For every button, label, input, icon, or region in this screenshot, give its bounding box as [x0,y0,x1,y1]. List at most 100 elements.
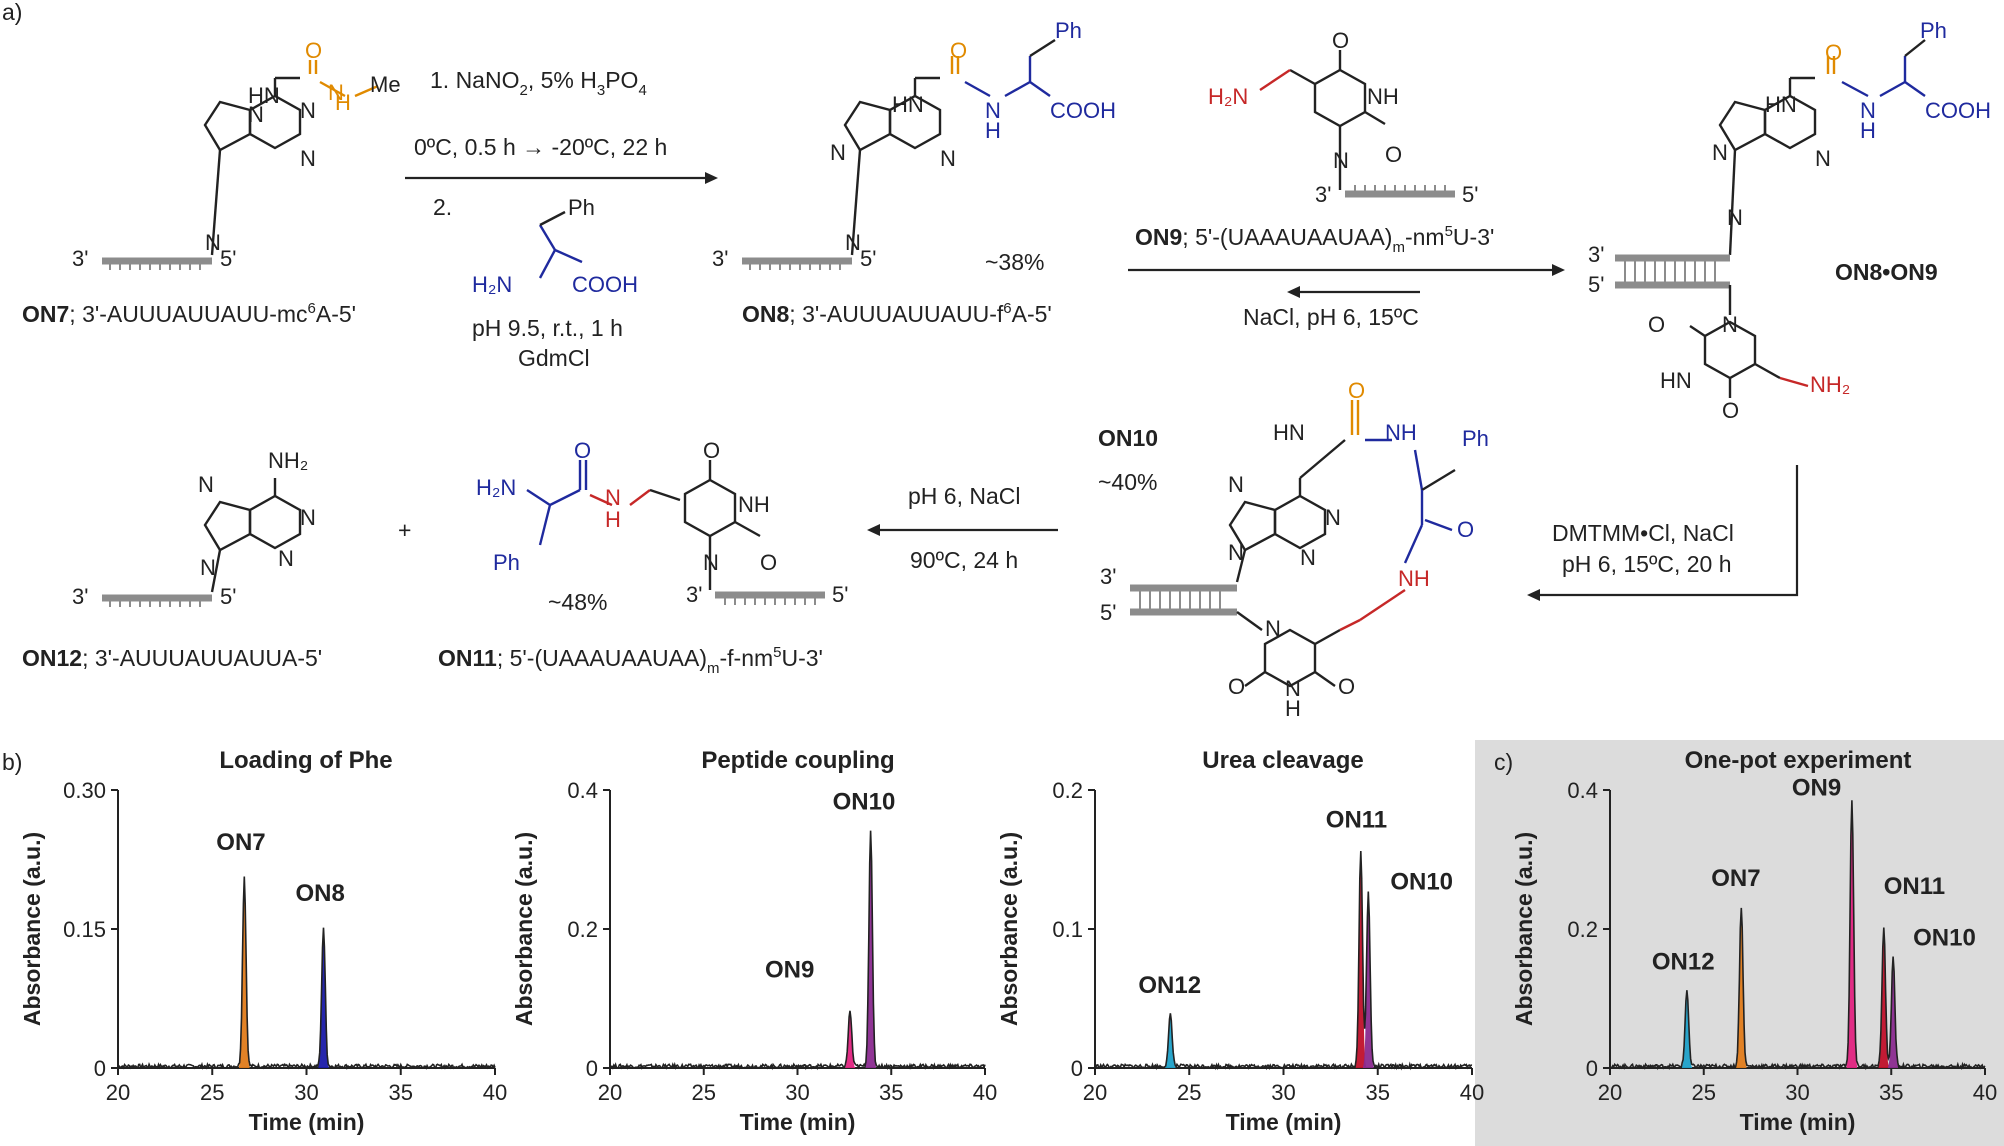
chart-title: Loading of Phe [219,747,392,774]
y-axis-label: Absorbance (a.u.) [1511,832,1537,1026]
strand-5prime: 5' [1588,272,1604,297]
panel-label-b: b) [2,749,22,775]
peak-label-on8: ON8 [295,880,344,907]
peak-label-on10: ON10 [1913,924,1976,951]
on8-sequence-label: ON8; 3'-AUUUAUUAUU-f6A-5' [742,300,1052,327]
strand-5prime: 5' [1100,600,1116,625]
y-tick-label: 0 [1586,1056,1598,1081]
peak-label-on12: ON12 [1652,949,1715,976]
atom-n: N [1300,545,1316,570]
on9-structure: O NH O N H₂N 3' 5' [1208,28,1478,207]
y-tick-label: 0.4 [567,778,598,803]
on7-sequence-label: ON7; 3'-AUUUAUUAUU-mc6A-5' [22,300,356,327]
atom-n: N [300,505,316,530]
x-tick-label: 35 [1879,1080,1903,1105]
atom-n: N [1727,205,1743,230]
x-tick-label: 40 [1460,1080,1484,1105]
x-tick-label: 40 [973,1080,997,1105]
on11-structure: H₂N O N H Ph O NH O N 3' 5' [476,438,848,607]
atom-cooh: COOH [1050,98,1116,123]
peak-label-on7: ON7 [216,829,265,856]
strand-5prime: 5' [1462,182,1478,207]
strand-3prime: 3' [72,246,88,271]
strand-5prime: 5' [832,582,848,607]
y-tick-label: 0 [586,1056,598,1081]
atom-ph: Ph [1920,18,1947,43]
y-tick-label: 0.2 [1567,917,1598,942]
on8-on9-label: ON8•ON9 [1835,259,1938,285]
y-tick-label: 0 [1071,1056,1083,1081]
atom-n: N [1265,616,1281,641]
atom-hn: HN [892,92,924,117]
atom-o: O [760,550,777,575]
atom-n: N [830,140,846,165]
x-axis-label: Time (min) [1226,1109,1342,1135]
y-tick-label: 0 [94,1056,106,1081]
chromatogram-trace [1094,850,1473,1071]
atom-h2n: H₂N [476,475,516,500]
x-tick-label: 20 [1083,1080,1107,1105]
atom-ph: Ph [493,550,520,575]
atom-nh: NH [1398,566,1430,591]
atom-hn: HN [1765,92,1797,117]
atom-me: Me [370,72,401,97]
atom-n: N [845,230,861,255]
atom-o: O [950,38,967,63]
panel-label-c: c) [1494,749,1513,775]
atom-ph: Ph [1055,18,1082,43]
atom-hn: HN [1660,368,1692,393]
x-axis-label: Time (min) [1740,1109,1856,1135]
atom-h: H [1285,696,1301,721]
strand-3prime: 3' [72,584,88,609]
peak-label-on7: ON7 [1711,865,1760,892]
y-tick-label: 0.2 [567,917,598,942]
atom-n: N [985,98,1001,123]
atom-o: O [1825,40,1842,65]
atom-n: N [205,230,221,255]
on12-sequence-label: ON12; 3'-AUUUAUUAUUA-5' [22,645,322,671]
atom-n: N [703,550,719,575]
atom-o: O [1457,517,1474,542]
strand-3prime: 3' [686,582,702,607]
atom-n: N [1228,540,1244,565]
y-tick-label: 0.30 [63,778,106,803]
atom-o: O [1648,312,1665,337]
x-axis-label: Time (min) [740,1109,856,1135]
peak-label-on9: ON9 [1792,774,1841,801]
atom-n: N [605,485,621,510]
x-tick-label: 35 [389,1080,413,1105]
peak-label-on9: ON9 [765,956,814,983]
x-axis-label: Time (min) [249,1109,365,1135]
x-tick-label: 30 [785,1080,809,1105]
on8-yield: ~38% [985,249,1044,275]
atom-n: N [248,102,264,127]
atom-o: O [574,438,591,463]
on10-structure: HN O NH Ph O NH N N N N 3' 5' N O O N H [1100,378,1489,721]
on9-sequence-label: ON9; 5'-(UAAAUAAUAA)m-nm5U-3' [1135,223,1494,256]
y-tick-label: 0.15 [63,917,106,942]
y-tick-label: 0.1 [1052,917,1083,942]
atom-nh: NH [738,492,770,517]
x-tick-label: 25 [1692,1080,1716,1105]
coupling-arrow [1540,465,1799,597]
chart-title: Urea cleavage [1202,747,1363,774]
on10-label: ON10 [1098,425,1158,451]
step1-line4: pH 9.5, r.t., 1 h [472,315,623,341]
on7-structure: N N N N HN O H N Me 3' 5' [72,38,401,271]
peak-label-on10: ON10 [1390,868,1453,895]
coupling-conditions-1: DMTMM•Cl, NaCl [1552,520,1734,546]
step1-line2: 0ºC, 0.5 h → -20ºC, 22 h [414,134,667,160]
atom-o: O [703,438,720,463]
atom-n: N [200,555,216,580]
atom-nh2: NH₂ [268,448,308,473]
on11-sequence-label: ON11; 5'-(UAAAUAAUAA)m-f-nm5U-3' [438,644,823,677]
x-tick-label: 30 [1271,1080,1295,1105]
chart-title: One-pot experiment [1685,747,1912,774]
atom-n: N [1860,98,1876,123]
panel-label-a: a) [2,0,22,25]
